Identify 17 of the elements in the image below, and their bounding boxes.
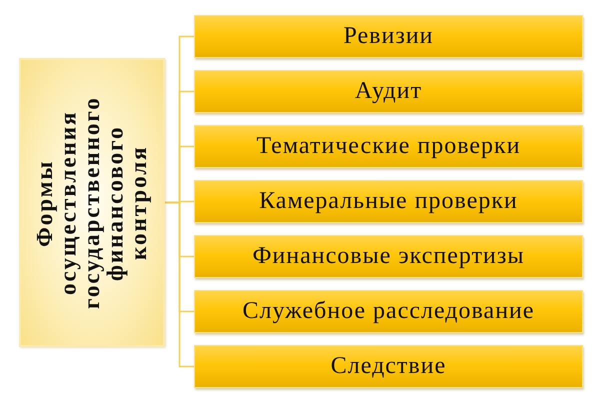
category-box	[19, 58, 165, 347]
form-box	[194, 235, 583, 278]
form-label: Ревизии	[343, 22, 434, 50]
form-label: Тематические проверки	[256, 132, 521, 160]
category-title: Формы осуществления государственного финансового контроля	[33, 95, 151, 311]
form-box	[194, 180, 583, 223]
form-box	[194, 290, 583, 333]
form-label: Служебное расследование	[242, 298, 535, 326]
form-label: Аудит	[354, 78, 422, 106]
form-box	[194, 125, 583, 168]
form-label: Финансовые экспертизы	[252, 242, 525, 270]
form-label: Камеральные проверки	[259, 188, 518, 216]
form-box	[194, 345, 583, 388]
form-box	[194, 15, 583, 58]
connector-line	[165, 202, 194, 368]
form-label: Следствие	[330, 352, 446, 380]
form-box	[194, 70, 583, 113]
